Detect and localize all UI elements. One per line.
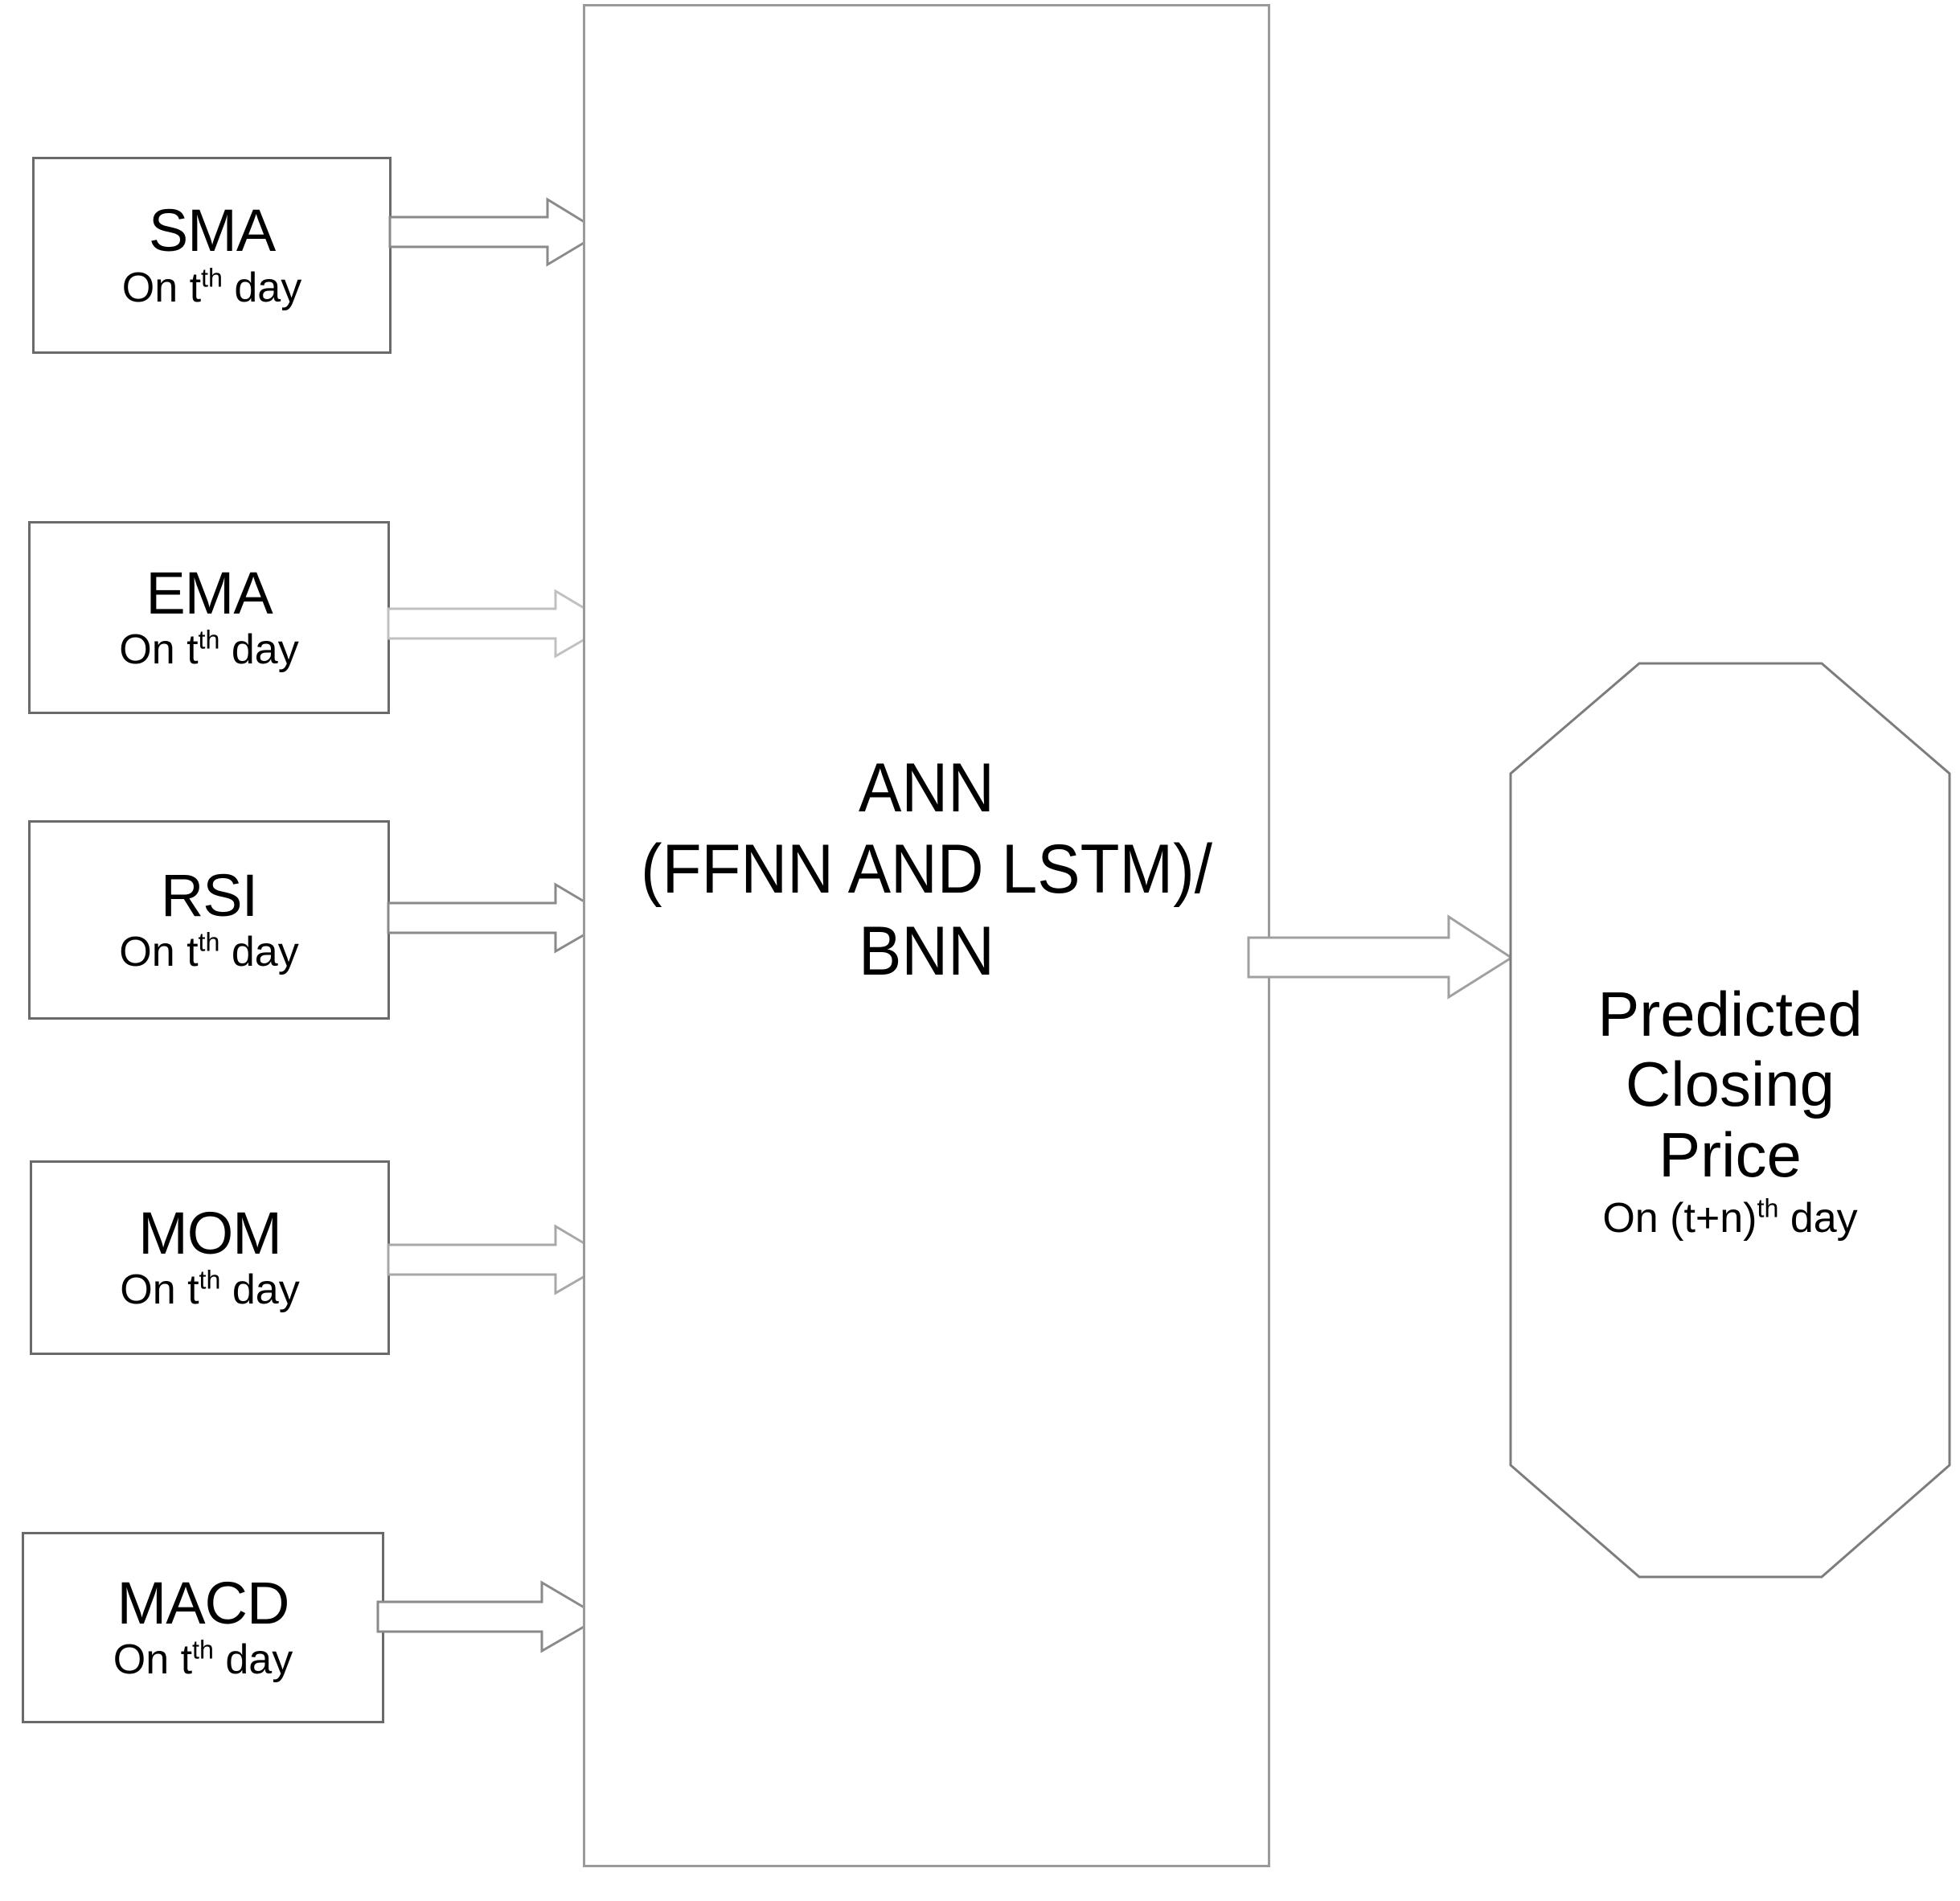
input-box-rsi-title: RSI: [160, 861, 258, 929]
input-box-mom[interactable]: MOM On tth day: [30, 1160, 390, 1355]
output-label-line-2: Closing: [1625, 1049, 1835, 1120]
input-box-sma-subtitle: On tth day: [121, 263, 302, 311]
input-box-macd-subtitle: On tth day: [113, 1636, 293, 1684]
output-label-line-3: Price: [1659, 1119, 1802, 1190]
model-label-line-2: (FFNN AND LSTM)/: [641, 831, 1212, 909]
output-octagon-label: Predicted Closing Price On (t+n)th day: [1508, 979, 1952, 1242]
input-box-ema-title: EMA: [146, 559, 273, 626]
input-box-mom-subtitle: On tth day: [120, 1266, 300, 1314]
input-box-rsi[interactable]: RSI On tth day: [28, 820, 390, 1020]
input-box-ema[interactable]: EMA On tth day: [28, 521, 390, 714]
arrow-rsi-to-model: [387, 882, 615, 954]
output-label-line-1: Predicted: [1597, 979, 1863, 1049]
input-box-sma-title: SMA: [148, 197, 276, 265]
output-label-subtitle: On (t+n)th day: [1602, 1193, 1858, 1242]
arrow-macd-to-model: [376, 1580, 603, 1653]
input-box-sma[interactable]: SMA On tth day: [32, 157, 392, 354]
input-box-rsi-subtitle: On tth day: [119, 928, 299, 976]
input-box-macd-title: MACD: [117, 1569, 290, 1636]
input-box-mom-title: MOM: [138, 1199, 282, 1267]
input-box-macd[interactable]: MACD On tth day: [22, 1532, 384, 1723]
arrow-mom-to-model: [387, 1224, 615, 1295]
arrow-model-to-output: [1247, 914, 1514, 1000]
arrow-ema-to-model: [387, 589, 613, 659]
input-box-ema-subtitle: On tth day: [119, 626, 299, 674]
model-label-line-1: ANN: [859, 749, 994, 827]
model-label-line-3: BNN: [859, 912, 994, 990]
model-box-label: ANN (FFNN AND LSTM)/ BNN: [583, 748, 1270, 992]
model-box[interactable]: [583, 4, 1270, 1867]
output-octagon-shape[interactable]: [1508, 661, 1952, 1579]
arrow-sma-to-model: [388, 197, 604, 267]
